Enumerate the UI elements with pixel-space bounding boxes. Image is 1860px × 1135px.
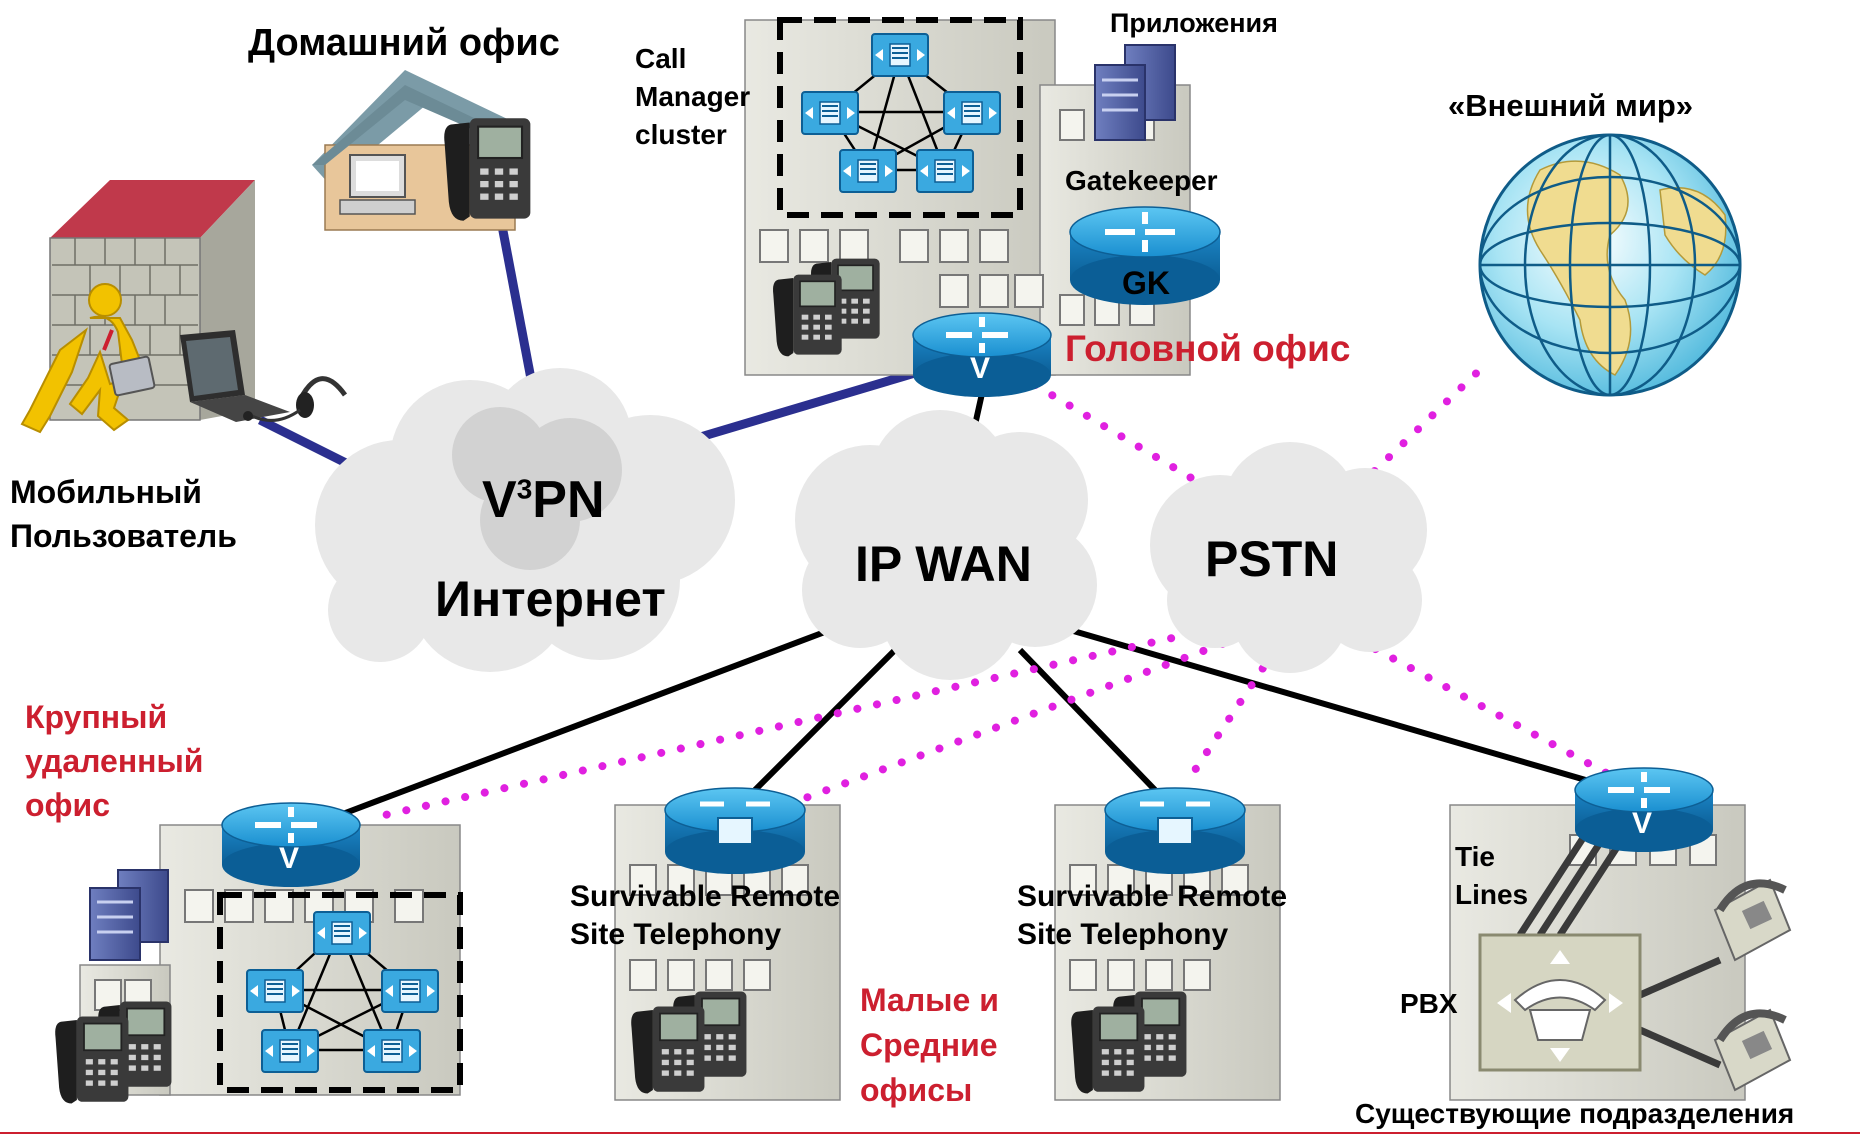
call-manager-cluster-box: [777, 17, 1023, 218]
ip-phone-icon: [772, 273, 843, 358]
gatekeeper-router-icon: [1069, 206, 1221, 305]
ip-phone-icon: [1070, 1005, 1146, 1095]
globe-icon: [1478, 133, 1742, 397]
large-remote-office-label: Крупный удаленный офис: [25, 699, 204, 823]
existing-router-icon: [1574, 767, 1714, 852]
srst-router-1-icon: [664, 787, 806, 874]
v3pn-label: V3PN: [482, 471, 605, 529]
running-person-icon: [20, 283, 156, 434]
ip-wan-cloud: [795, 410, 1097, 680]
link-home-vpn: [495, 214, 540, 401]
link-pstn-srst1: [796, 626, 1264, 804]
home-office-illustration: [312, 70, 532, 231]
hq-router-v-label: V: [970, 352, 991, 385]
link-wan-existing: [1069, 627, 1621, 793]
analog-phone-icon: [1713, 1008, 1792, 1092]
call-manager-icon: [839, 149, 897, 193]
link-pstn-srst2: [1191, 631, 1289, 774]
pbx-label: PBX: [1400, 988, 1458, 1019]
tie-lines-label: Tie Lines: [1455, 841, 1529, 910]
link-wan-large: [338, 627, 832, 818]
outer-world-label: «Внешний мир»: [1448, 88, 1694, 123]
link-wan-srst2: [1017, 647, 1158, 793]
call-manager-icon: [801, 91, 859, 135]
mobile-user-label: Мобильный Пользователь: [10, 474, 237, 554]
pstn-label: PSTN: [1205, 531, 1339, 587]
large-router-v-label: V: [279, 842, 300, 875]
call-manager-icon: [943, 91, 1001, 135]
ip-phone-icon: [443, 117, 532, 222]
application-server-icon: [1094, 44, 1176, 141]
gatekeeper-label: Gatekeeper: [1065, 165, 1218, 196]
application-server-icon: [89, 869, 169, 961]
internet-label: Интернет: [435, 571, 666, 627]
link-pstn-existing: [1336, 626, 1614, 779]
link-wan-srst1: [752, 647, 898, 793]
applications-label: Приложения: [1110, 8, 1278, 38]
link-pstn-world: [1356, 356, 1494, 489]
existing-divisions-illustration: [1449, 804, 1792, 1101]
call-manager-icon: [261, 1029, 319, 1073]
remote-cluster-box: [217, 892, 463, 1093]
large-office-router-icon: [221, 802, 361, 887]
link-pstn-large: [381, 621, 1234, 819]
call-manager-icon: [246, 969, 304, 1013]
hq-voice-router-icon: [912, 312, 1052, 397]
mobile-user-illustration: [20, 180, 348, 434]
vpn-internet-cloud: [315, 368, 735, 672]
call-manager-icon: [313, 911, 371, 955]
ip-phone-icon: [630, 1005, 706, 1095]
pbx-icon: [1478, 933, 1642, 1072]
ip-phone-icon: [54, 1015, 130, 1105]
head-office-label: Головной офис: [1065, 328, 1351, 369]
headset-icon: [243, 376, 348, 422]
laptop-icon: [180, 330, 290, 422]
small-medium-offices-label: Малые и Средние офисы: [860, 982, 999, 1108]
srst-2-label: Survivable Remote Site Telephony: [1017, 880, 1288, 951]
call-manager-icon: [363, 1029, 421, 1073]
ip-wan-label: IP WAN: [855, 536, 1032, 592]
head-office-illustration: [744, 17, 1191, 376]
existing-router-v-label: V: [1632, 807, 1653, 840]
existing-divisions-label: Существующие подразделения: [1355, 1098, 1795, 1129]
srst-1-label: Survivable Remote Site Telephony: [570, 880, 841, 951]
call-manager-icon: [916, 149, 974, 193]
srst-router-2-icon: [1104, 787, 1246, 874]
gk-label: GK: [1122, 265, 1170, 301]
pstn-cloud: [1150, 442, 1427, 673]
analog-phone-icon: [1713, 878, 1792, 962]
call-manager-icon: [381, 969, 439, 1013]
call-manager-label: Call Manager cluster: [635, 43, 751, 150]
home-office-label: Домашний офис: [248, 22, 560, 64]
call-manager-icon: [871, 33, 929, 77]
link-pstn-hq: [1031, 381, 1224, 499]
